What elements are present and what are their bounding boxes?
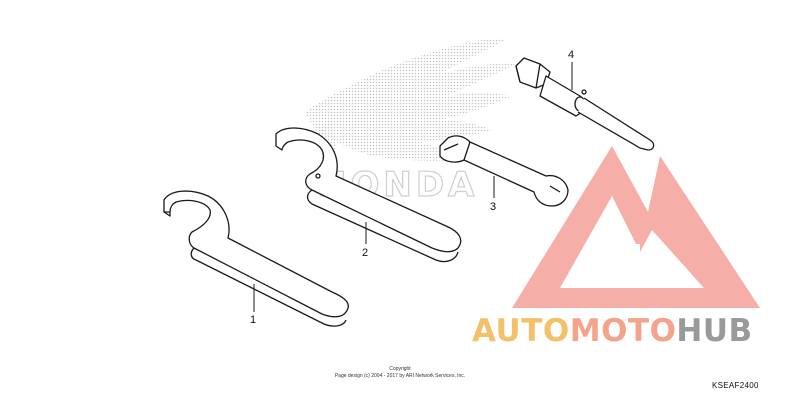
part-4-socket-wrench xyxy=(515,57,655,151)
part-1-hook-spanner xyxy=(163,190,349,327)
automotohub-logo-mark xyxy=(512,146,760,308)
automotohub-watermark: AUTOMOTOHUB xyxy=(472,316,753,347)
part-3-open-end-wrench xyxy=(439,135,569,207)
watermark-moto: MOTO xyxy=(569,313,677,349)
honda-wing-emblem xyxy=(305,39,515,161)
part-number-1: 1 xyxy=(250,314,256,326)
part-2-hook-spanner xyxy=(275,127,462,263)
watermark-hub: HUB xyxy=(676,313,753,349)
part-number-3: 3 xyxy=(490,201,496,213)
part-number-2: 2 xyxy=(362,247,368,259)
part-number-4: 4 xyxy=(568,49,574,61)
copyright-line-1: Copyright xyxy=(389,366,411,372)
figure-code: KSEAF2400 xyxy=(712,381,759,390)
copyright-line-2: Page design (c) 2004 - 2017 by ARI Netwo… xyxy=(334,373,466,379)
watermark-auto: AUTO xyxy=(472,313,570,349)
